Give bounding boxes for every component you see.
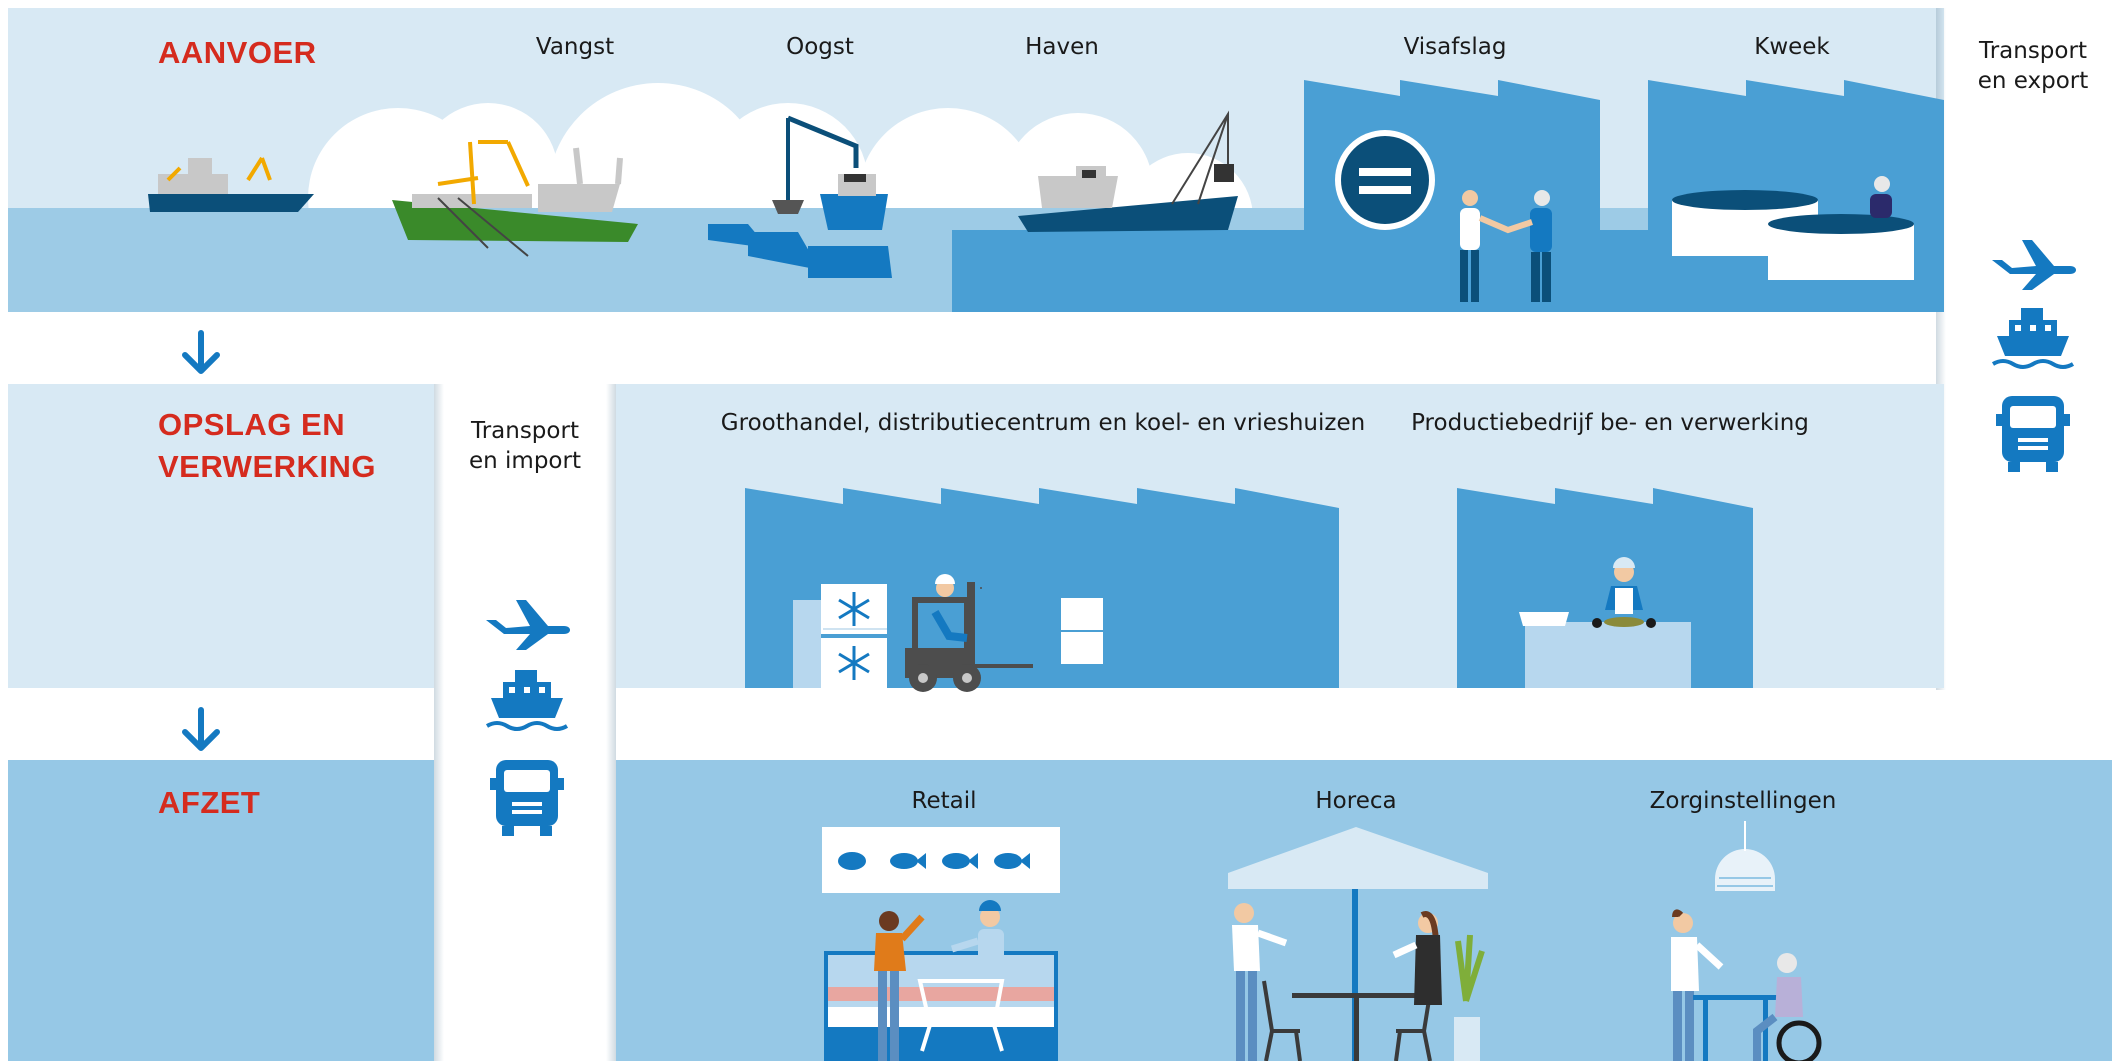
horeca-scene [1228, 827, 1488, 1061]
export-shadow [1936, 8, 1946, 690]
airplane-icon [486, 600, 570, 650]
retail-scene [822, 827, 1060, 1061]
afzet-band-left [8, 760, 434, 1061]
label-oogst: Oogst [786, 34, 854, 60]
transport-import-line1: Transport [471, 418, 579, 444]
aanvoer-scene [8, 80, 1944, 312]
zorg-scene [1671, 821, 1822, 1061]
import-shadow-right [606, 384, 616, 1061]
import-shadow-left [434, 384, 444, 1061]
mussel-icon [838, 852, 866, 870]
section-heading-opslag-line1: OPSLAG EN [158, 407, 346, 442]
snowflake-icon [838, 592, 870, 680]
label-zorg: Zorginstellingen [1649, 788, 1837, 814]
truck-icon [1996, 396, 2070, 472]
section-heading-afzet: AFZET [158, 785, 261, 820]
section-heading-aanvoer: AANVOER [158, 35, 317, 70]
down-arrow-icon [182, 330, 220, 374]
down-arrow-icon [182, 707, 220, 751]
fish-tanks [1672, 176, 1914, 280]
forklift [905, 574, 1103, 692]
label-kweek: Kweek [1754, 34, 1830, 60]
label-retail: Retail [911, 788, 977, 814]
oogst-ship [708, 115, 892, 278]
visafslag-emblem [1335, 130, 1435, 230]
label-productie: Productiebedrijf be- en verwerking [1411, 410, 1809, 436]
warehouse-scene [745, 488, 1339, 692]
trawler-ship [148, 156, 314, 212]
haven-ship [1018, 110, 1238, 232]
ceiling-lamp [1715, 849, 1775, 891]
umbrella [1228, 827, 1488, 889]
label-horeca: Horeca [1315, 788, 1397, 814]
fish-icon [942, 853, 978, 869]
section-heading-opslag-line2: VERWERKING [158, 449, 377, 484]
warehouse-building [745, 488, 1339, 688]
airplane-icon [1992, 240, 2076, 290]
handshake-people [1460, 190, 1552, 302]
label-groothandel: Groothandel, distributiecentrum en koel-… [720, 410, 1366, 436]
label-vangst: Vangst [535, 34, 615, 60]
truck-icon [490, 760, 564, 836]
ship-icon [485, 670, 569, 731]
fish-icon [994, 853, 1030, 869]
ship-icon [1991, 308, 2075, 369]
label-haven: Haven [1025, 34, 1099, 60]
vangst-ship [392, 140, 638, 257]
label-visafslag: Visafslag [1403, 34, 1507, 60]
production-scene [1457, 488, 1753, 688]
transport-export-line2: en export [1977, 68, 2089, 94]
opslag-band-left [8, 384, 434, 688]
transport-export-line1: Transport [1979, 38, 2087, 64]
transport-import-line2: en import [469, 448, 581, 474]
fish-icon [890, 853, 926, 869]
